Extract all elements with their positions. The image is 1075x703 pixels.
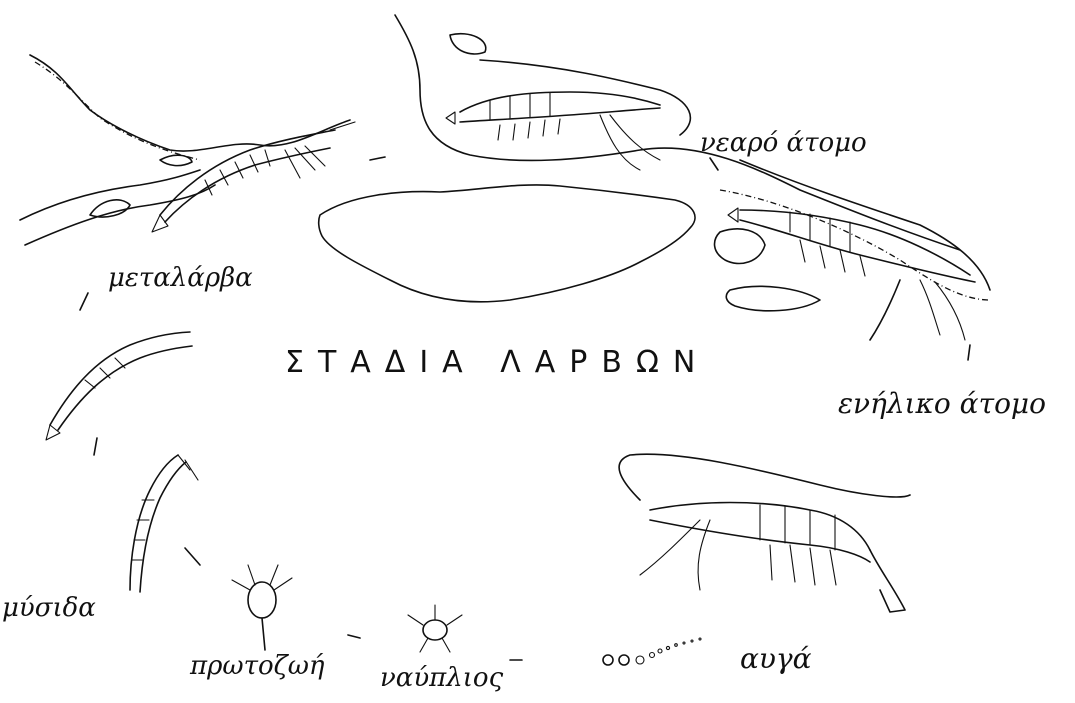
islet <box>726 286 820 310</box>
label-adult: ενήλικο άτομο <box>838 390 1046 418</box>
island <box>319 185 695 302</box>
nauplius-larva <box>408 605 462 652</box>
protozoea-larva <box>232 565 292 650</box>
diagram-title: ΣΤΑΔΙΑ ΛΑΡΒΩΝ <box>285 348 709 378</box>
adult-shrimp <box>728 208 975 340</box>
islet <box>715 229 765 264</box>
eggs-cluster <box>603 638 701 665</box>
label-eggs: αυγά <box>740 645 812 673</box>
juvenile-shrimp <box>446 92 660 170</box>
mysis-larva <box>130 455 198 592</box>
label-juvenile: νεαρό άτομο <box>700 130 867 156</box>
cycle-arrows <box>80 157 970 660</box>
label-mysis: μύσιδα <box>2 595 96 621</box>
mysis-shrimp <box>46 332 192 440</box>
megalarva-shrimp <box>152 122 355 232</box>
label-nauplius: ναύπλιος <box>380 665 503 691</box>
label-protozoea: πρωτοζωή <box>190 653 324 679</box>
adult-shrimp-large <box>619 454 910 612</box>
label-megalarva: μεταλάρβα <box>108 265 253 291</box>
